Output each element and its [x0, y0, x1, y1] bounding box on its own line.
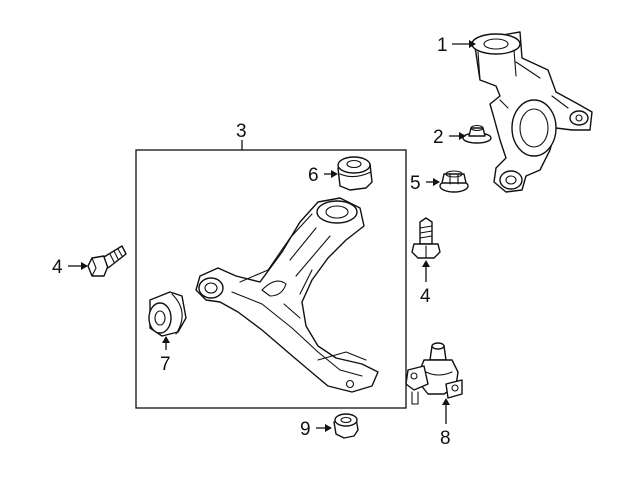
hex-nut — [439, 170, 469, 193]
callout-6-arrow — [331, 170, 338, 178]
control-arm-bushing-upper — [337, 156, 373, 191]
callout-7-arrow — [162, 336, 170, 343]
lower-control-arm — [195, 197, 379, 393]
control-arm-bushing-rear — [148, 291, 187, 337]
callout-7: 7 — [160, 354, 171, 375]
callout-1-arrow — [469, 40, 476, 48]
callout-2-arrow — [459, 132, 466, 140]
flange-nut — [462, 124, 492, 144]
callout-9: 9 — [300, 419, 311, 440]
callout-4a-arrow — [81, 262, 88, 270]
callout-8: 8 — [440, 428, 451, 449]
ball-joint — [405, 342, 463, 405]
callout-1: 1 — [437, 35, 448, 56]
callout-4b: 4 — [420, 286, 431, 307]
steering-knuckle — [471, 31, 593, 193]
callout-3: 3 — [236, 121, 247, 142]
bolt-right — [411, 217, 441, 259]
callout-9-arrow — [325, 424, 332, 432]
callout-4b-arrow — [422, 260, 430, 267]
callout-5: 5 — [410, 173, 421, 194]
callout-5-arrow — [433, 178, 440, 186]
control-arm-assembly-frame — [135, 149, 407, 409]
callout-4a: 4 — [52, 257, 63, 278]
callout-2: 2 — [433, 127, 444, 148]
dust-cap — [333, 413, 359, 439]
callout-6: 6 — [308, 165, 319, 186]
bolt-left — [87, 245, 127, 277]
callout-8-arrow — [442, 398, 450, 405]
